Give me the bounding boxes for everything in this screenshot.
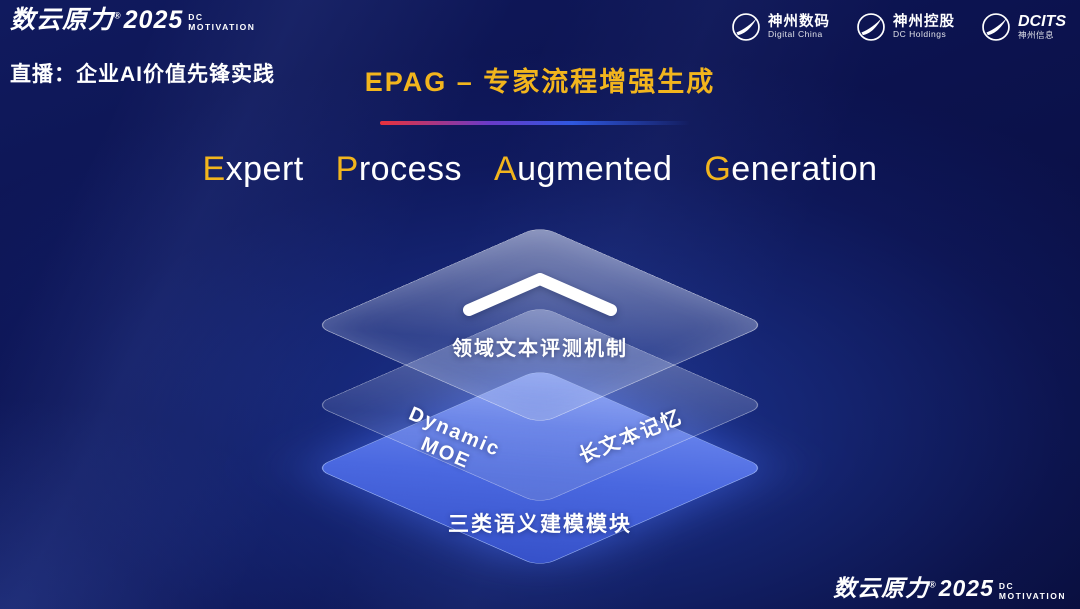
swoosh-icon	[981, 12, 1011, 42]
registered-mark: ®	[929, 578, 937, 589]
swoosh-icon	[731, 12, 761, 42]
partner-logo-dc-holdings: 神州控股 DC Holdings	[856, 12, 955, 42]
brand-wordmark: 数云原力®2025	[833, 574, 994, 601]
title-rest: xpert	[225, 150, 304, 188]
partner-name: DCITS	[1018, 12, 1066, 30]
swoosh-icon	[856, 12, 886, 42]
brand-wordmark: 数云原力®2025	[10, 8, 183, 33]
brand-tagline: DC MOTIVATION	[188, 8, 255, 32]
brand-tagline-line1: DC	[998, 580, 1015, 591]
slide-title: EPAG – 专家流程增强生成	[364, 67, 716, 97]
brand-name: 数云原力	[10, 6, 115, 34]
brand-name: 数云原力	[833, 574, 930, 601]
chevron-up-icon	[463, 273, 617, 316]
brand-tagline-line2: MOTIVATION	[998, 590, 1066, 601]
title-initial: A	[493, 150, 518, 188]
title-word: Process	[336, 150, 462, 188]
title-rest: ugmented	[517, 150, 673, 188]
title-word: Expert	[202, 150, 303, 188]
gradient-divider	[380, 121, 690, 125]
top-layer-label: 领域文本评测机制	[452, 338, 628, 360]
brand-tagline-line2: MOTIVATION	[188, 22, 256, 33]
title-rest: rocess	[358, 150, 462, 188]
partner-logo-digital-china: 神州数码 Digital China	[731, 12, 830, 42]
brand-logo-top-left: 数云原力®2025 DC MOTIVATION	[10, 8, 255, 33]
title-initial: E	[202, 150, 226, 188]
partner-subtitle: Digital China	[768, 29, 823, 40]
main-title: Expert Process Augmented Generation	[0, 150, 1080, 189]
bottom-layer-label: 三类语义建模模块	[448, 513, 632, 536]
title-word: Augmented	[494, 150, 672, 188]
title-initial: P	[335, 150, 359, 188]
brand-tagline: DC MOTIVATION	[999, 577, 1066, 601]
title-rest: eneration	[731, 150, 878, 188]
registered-mark: ®	[114, 10, 122, 21]
partner-logo-dcits: DCITS 神州信息	[981, 12, 1066, 42]
partner-subtitle: DC Holdings	[893, 29, 947, 40]
brand-logo-bottom-right: 数云原力®2025 DC MOTIVATION	[833, 574, 1066, 601]
live-stream-label: 直播：企业AI价值先锋实践	[10, 63, 275, 86]
brand-year: 2025	[123, 6, 184, 34]
brand-tagline-line1: DC	[188, 12, 204, 22]
brand-year: 2025	[938, 574, 994, 601]
partner-text: DCITS 神州信息	[1018, 13, 1066, 41]
partner-name: 神州数码	[768, 13, 830, 30]
partner-text: 神州控股 DC Holdings	[893, 14, 955, 40]
title-word: Generation	[704, 150, 877, 188]
partner-logos: 神州数码 Digital China 神州控股 DC Holdings DCIT…	[731, 12, 1066, 42]
partner-text: 神州数码 Digital China	[768, 14, 830, 40]
partner-name: 神州控股	[893, 13, 955, 30]
partner-subtitle: 神州信息	[1018, 30, 1055, 41]
title-initial: G	[704, 150, 732, 188]
